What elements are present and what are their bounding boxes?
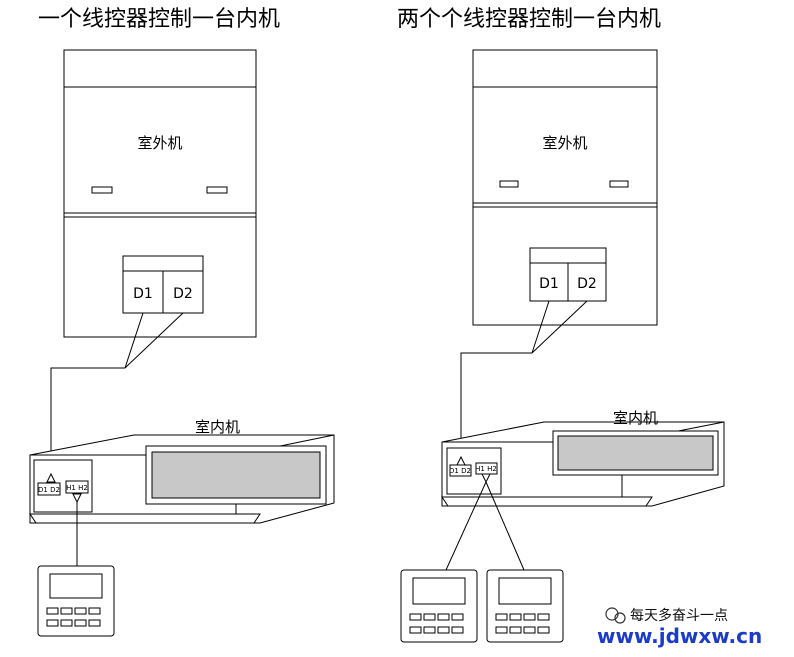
- right-controller-b-keys: [495, 613, 550, 634]
- left-terminal-d2-label: D2: [173, 286, 193, 302]
- left-title: 一个线控器控制一台内机: [38, 7, 280, 32]
- left-port-h-label: H1 H2: [66, 484, 88, 492]
- watermark-url: www.jdwxw.cn: [597, 624, 762, 648]
- left-port-d-label: D1 D2: [38, 486, 60, 494]
- right-wired-controller-b: [486, 569, 564, 643]
- left-terminal-header: [122, 255, 204, 272]
- left-controller-keys: [46, 607, 101, 627]
- right-indoor-label: 室内机: [613, 409, 658, 427]
- left-indoor-grille: [151, 451, 321, 499]
- left-outdoor-vent-right: [206, 186, 228, 194]
- left-port-h: [65, 480, 89, 494]
- right-terminal-header: [529, 247, 607, 264]
- right-wired-controller-a: [400, 569, 478, 643]
- right-controller-b-screen: [498, 577, 552, 605]
- left-outdoor-vent-left: [91, 186, 113, 194]
- right-outdoor-vent-left: [499, 180, 519, 188]
- right-wiring: [460, 300, 588, 458]
- right-controller-a-keys: [409, 613, 464, 634]
- left-outdoor-label: 室外机: [137, 134, 182, 152]
- left-outdoor-unit: 室外机 D1 D2: [63, 49, 257, 338]
- left-wiring: [50, 312, 184, 482]
- right-indoor-unit: D1 D2 H1 H2 室内机: [441, 409, 725, 507]
- right-controller-wires: [445, 481, 525, 571]
- watermark: 每天多奋斗一点 www.jdwxw.cn: [597, 607, 762, 648]
- left-wired-controller: [37, 565, 115, 637]
- left-indoor-unit: D1 D2 H1 H2 室内机: [29, 418, 335, 524]
- right-controller-a-screen: [412, 577, 466, 605]
- left-indoor-label: 室内机: [195, 418, 240, 436]
- right-port-d-arrow: [456, 455, 466, 466]
- right-indoor-grille: [557, 435, 714, 471]
- right-outdoor-unit: 室外机 D1 D2: [472, 49, 658, 326]
- right-terminal-d2-label: D2: [577, 276, 597, 292]
- right-port-h-arrow: [481, 473, 491, 484]
- right-port-d-label: D1 D2: [449, 467, 471, 475]
- left-port-h-arrow: [72, 493, 82, 504]
- right-outdoor-label: 室外机: [542, 134, 587, 152]
- right-outdoor-vent-right: [609, 180, 629, 188]
- right-title: 两个个线控器控制一台内机: [397, 7, 661, 32]
- right-port-h-label: H1 H2: [475, 465, 497, 473]
- right-terminal-d1: [529, 262, 569, 302]
- left-terminal-d1-label: D1: [133, 286, 153, 302]
- watermark-text: 每天多奋斗一点: [630, 607, 728, 624]
- left-controller-screen: [49, 573, 103, 599]
- right-terminal-d2: [567, 262, 607, 302]
- left-port-d-arrow: [46, 472, 56, 483]
- right-terminal-d1-label: D1: [539, 276, 559, 292]
- left-port-d: [37, 482, 61, 496]
- right-indoor-bottom: [441, 496, 653, 507]
